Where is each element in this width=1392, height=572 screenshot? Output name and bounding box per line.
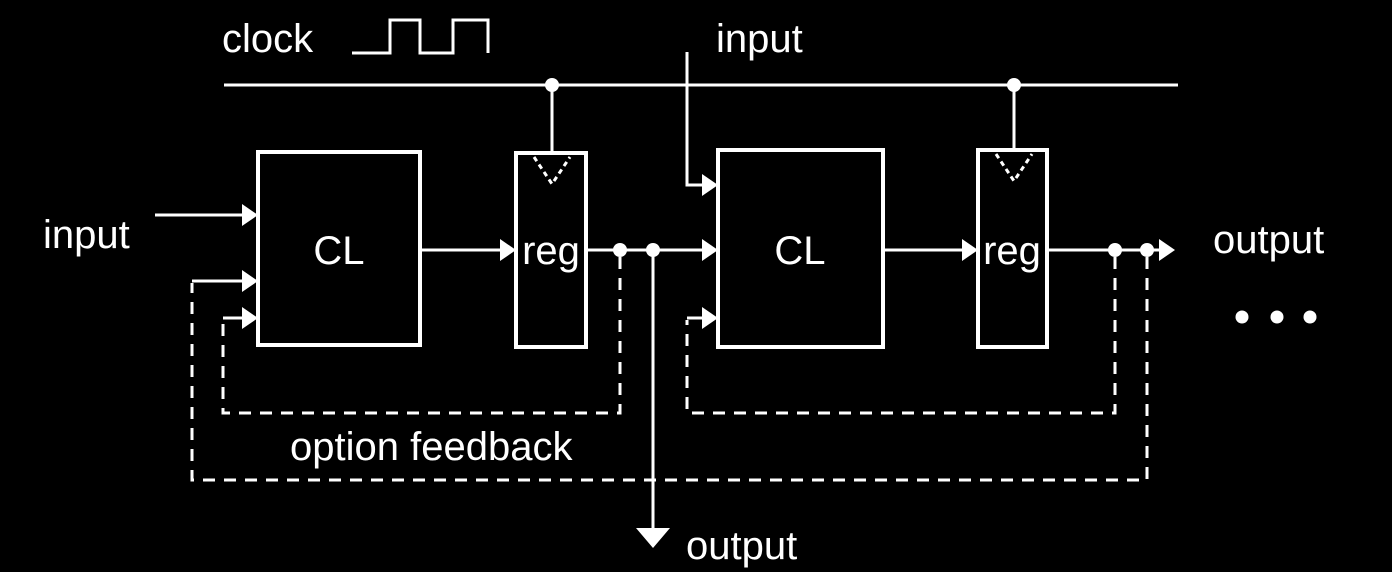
right-output-section: output — [1213, 218, 1324, 324]
left-input-section: input — [43, 204, 258, 257]
top-input-section: input — [685, 17, 803, 196]
ellipsis-dot — [1270, 310, 1284, 324]
arrowhead-icon — [1159, 239, 1175, 261]
cl-block-2-label: CL — [774, 229, 825, 273]
clock-label: clock — [222, 17, 314, 61]
left-input-label: input — [43, 213, 130, 257]
arrowhead-icon — [702, 239, 718, 261]
top-input-line — [685, 52, 703, 187]
top-input-label: input — [716, 17, 803, 61]
stage-1: CL reg — [256, 150, 718, 349]
feedback-loop-outer — [190, 257, 1149, 482]
reg-block-1-label: reg — [522, 229, 580, 273]
bottom-output-section: output — [636, 250, 797, 568]
feedback-section: option feedback — [190, 257, 1149, 482]
clock-waveform-icon — [352, 18, 490, 55]
reg-clock-triangle-icon — [994, 153, 1034, 184]
junction-dot-icon — [613, 243, 627, 257]
ellipsis-dot — [1235, 310, 1249, 324]
right-output-label: output — [1213, 218, 1324, 262]
stage-2: CL reg — [716, 148, 1175, 349]
reg-clock-triangle-icon — [532, 156, 572, 187]
junction-dot-icon — [1140, 243, 1154, 257]
reg-block-2-label: reg — [983, 229, 1041, 273]
arrowhead-icon — [702, 307, 718, 329]
continuation-dots-icon — [1235, 310, 1317, 324]
arrowhead-icon — [242, 270, 258, 292]
junction-dot-icon — [1108, 243, 1122, 257]
arrowhead-icon — [962, 239, 978, 261]
feedback-loop-stage1 — [221, 257, 622, 415]
arrowhead-icon — [242, 307, 258, 329]
arrowhead-icon — [500, 239, 516, 261]
feedback-caption: option feedback — [290, 425, 573, 469]
arrowhead-icon — [702, 174, 718, 196]
bottom-output-label: output — [686, 524, 797, 568]
clock-section: clock — [222, 17, 1178, 153]
arrowhead-icon — [242, 204, 258, 226]
feedback-loop-stage2 — [685, 257, 1117, 415]
cl-block-1-label: CL — [313, 229, 364, 273]
arrowhead-down-icon — [636, 528, 670, 548]
ellipsis-dot — [1303, 310, 1317, 324]
